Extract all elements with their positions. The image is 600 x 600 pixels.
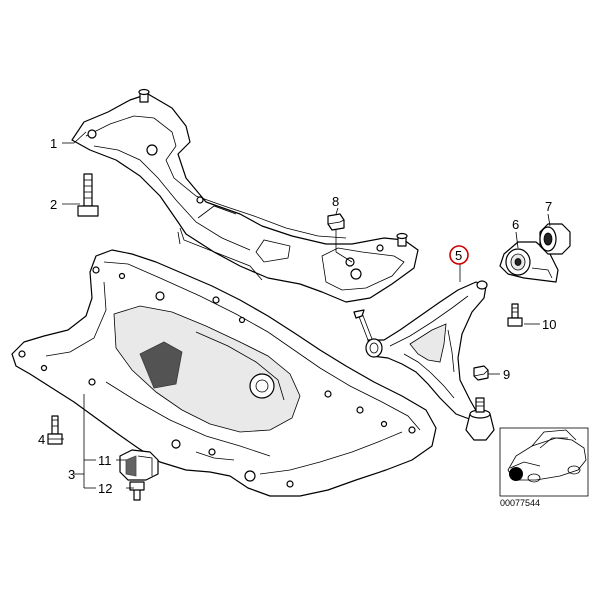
label-6: 6 xyxy=(512,217,519,232)
label-5[interactable]: 5 xyxy=(455,248,462,263)
label-8: 8 xyxy=(332,194,339,209)
front-axle-subframe[interactable] xyxy=(71,88,419,303)
highlight-ring xyxy=(449,245,469,265)
reinforcement-plate[interactable] xyxy=(11,249,437,497)
part-10-bolt[interactable] xyxy=(507,303,523,327)
callout-labels: 1 2 3 4 5 6 7 8 9 10 11 12 xyxy=(38,136,556,496)
label-4: 4 xyxy=(38,432,45,447)
locator-dot xyxy=(509,467,523,481)
reference-code: 00077544 xyxy=(500,498,540,508)
label-1: 1 xyxy=(50,136,57,151)
part-12-bolt[interactable] xyxy=(129,481,145,501)
car-locator-thumbnail: 00077544 xyxy=(499,427,589,508)
label-3: 3 xyxy=(68,467,75,482)
label-11: 11 xyxy=(98,453,112,468)
label-2: 2 xyxy=(50,197,57,212)
part-6-bracket[interactable] xyxy=(499,241,559,283)
label-7: 7 xyxy=(545,199,552,214)
control-arm[interactable] xyxy=(353,280,495,441)
label-12: 12 xyxy=(98,481,112,496)
label-10: 10 xyxy=(542,317,556,332)
part-8-nut[interactable] xyxy=(327,213,345,231)
part-11-mount[interactable] xyxy=(119,449,159,481)
part-7-bushing[interactable] xyxy=(539,223,571,255)
label-9: 9 xyxy=(503,367,510,382)
part-2-bolt[interactable] xyxy=(77,173,99,217)
thumbnail-frame xyxy=(499,427,589,497)
leader-lines xyxy=(48,131,551,489)
part-9-nut[interactable] xyxy=(473,365,489,381)
part-4-bolt[interactable] xyxy=(47,415,63,445)
